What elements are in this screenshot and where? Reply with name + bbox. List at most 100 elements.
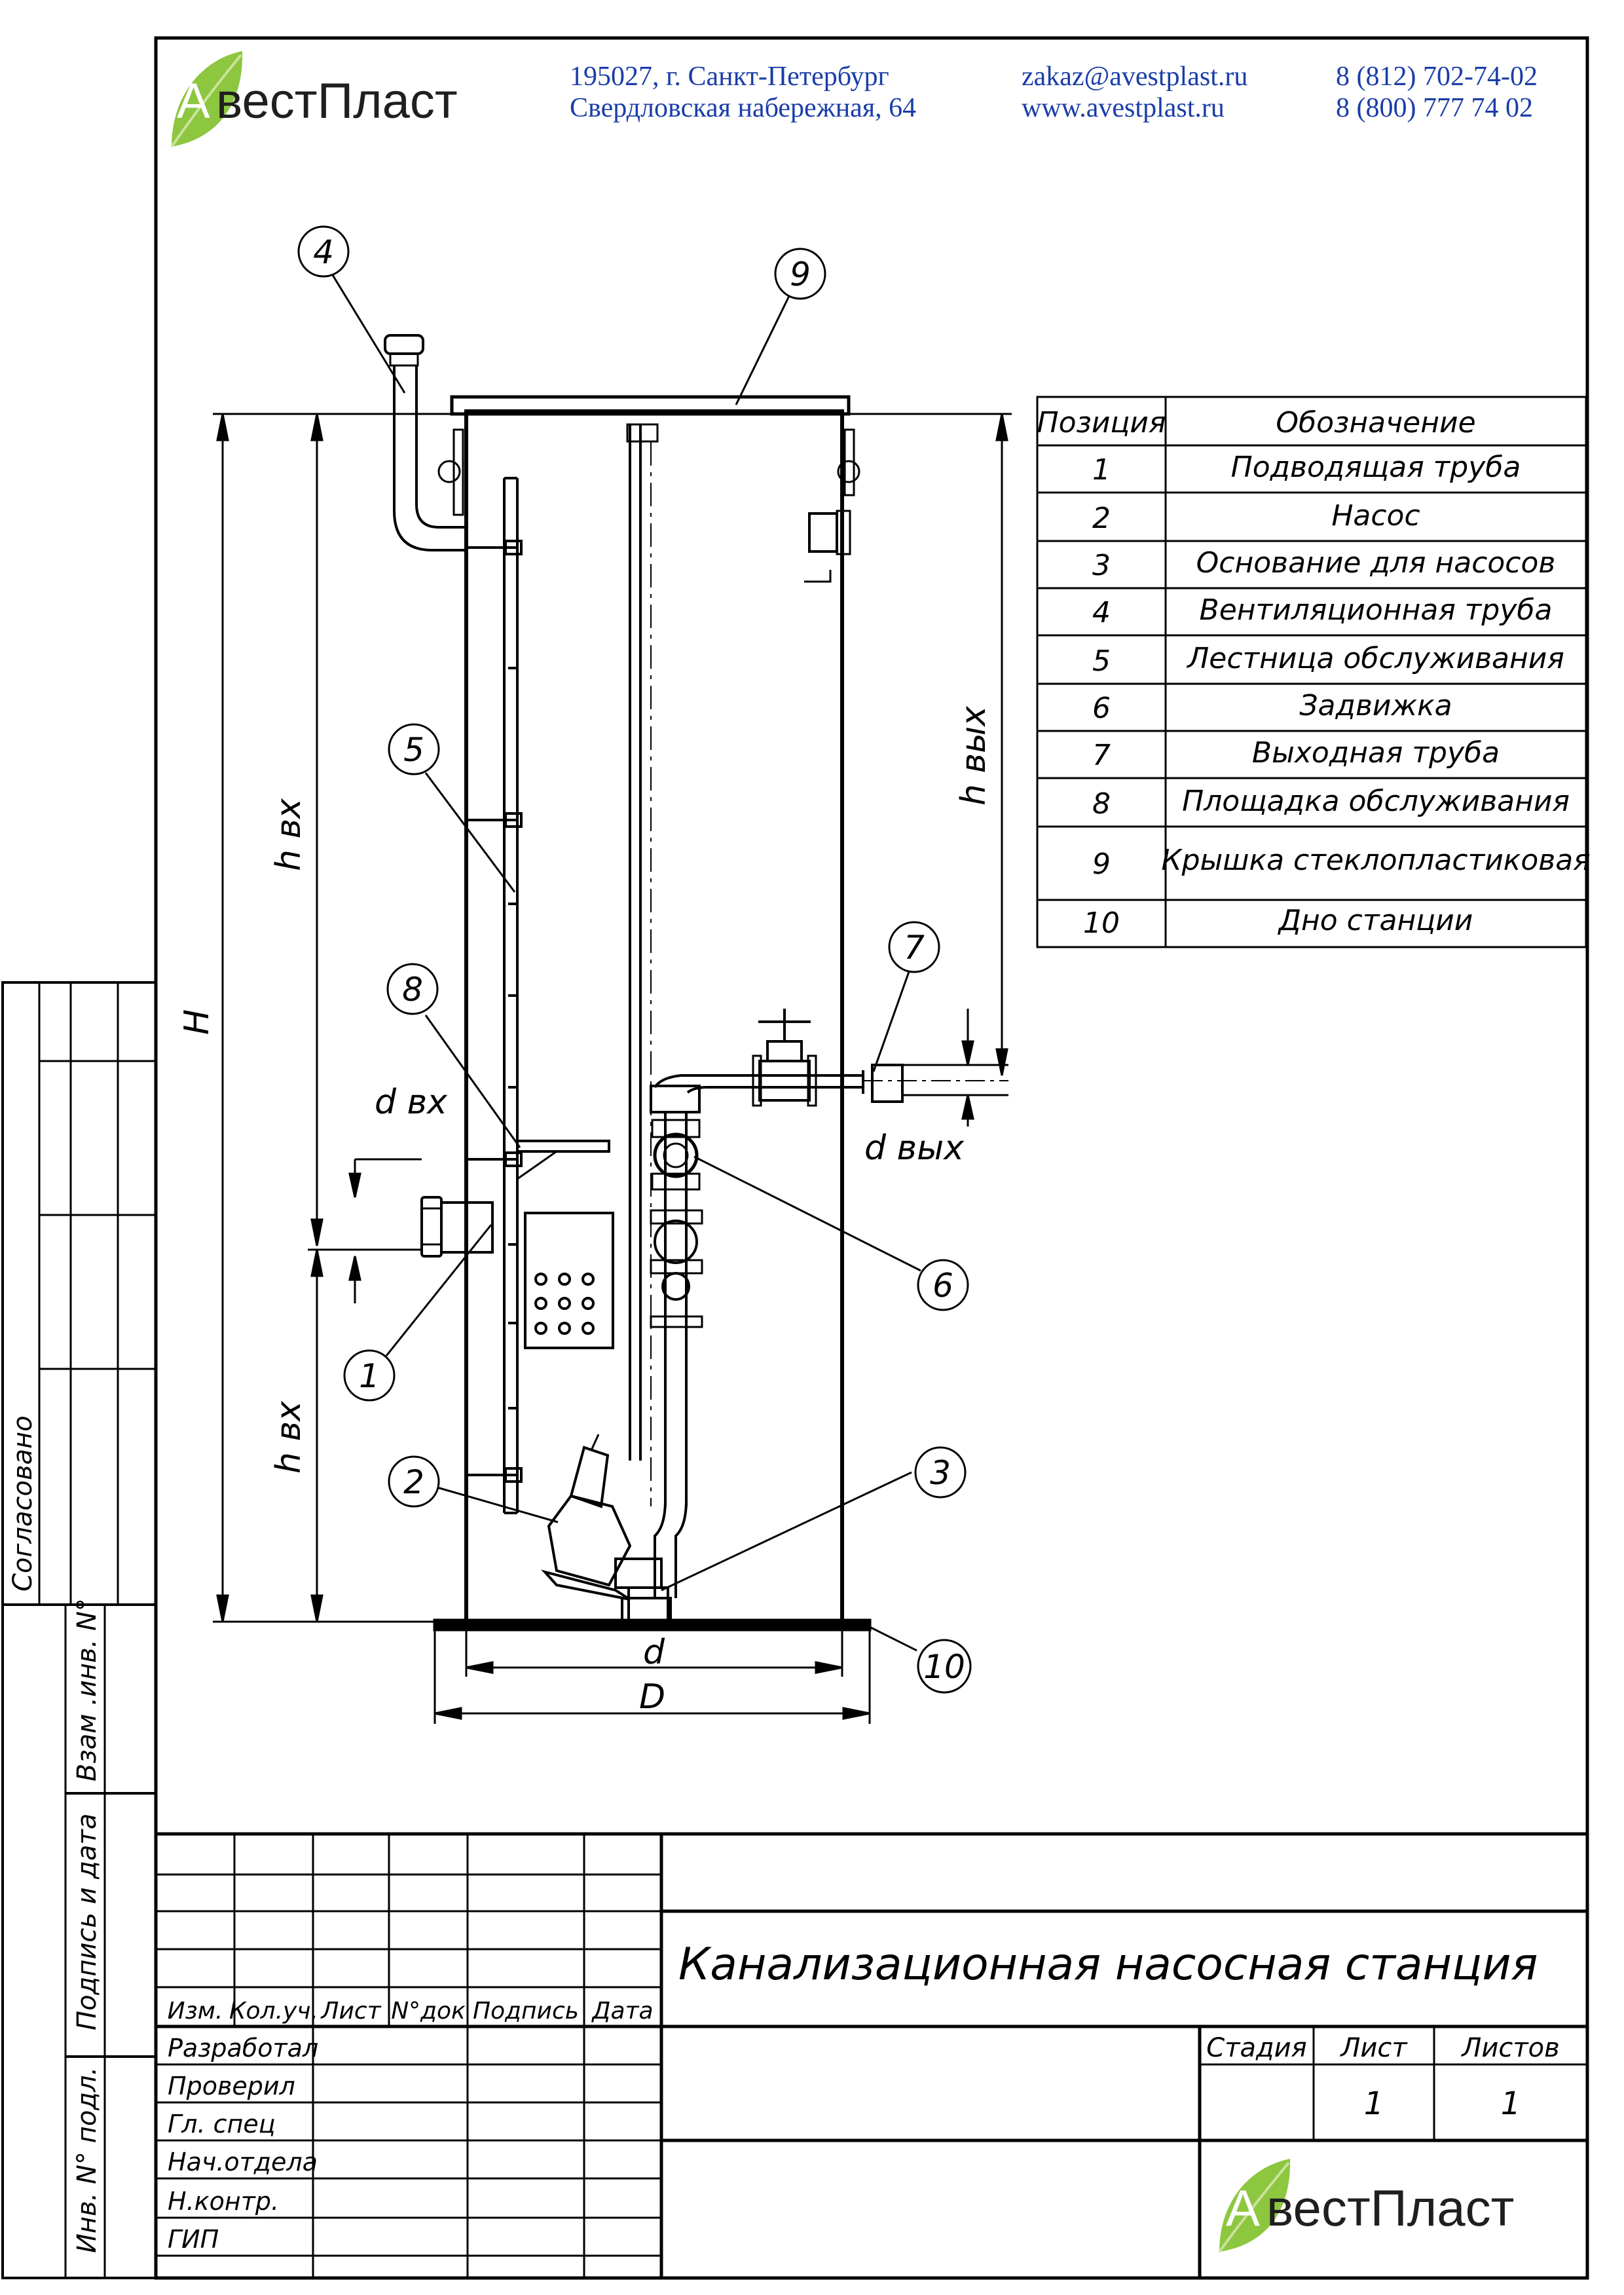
svg-text:6: 6	[932, 1267, 953, 1305]
phone-1: 8 (812) 702-74-02	[1336, 62, 1538, 92]
outlet-pipe	[654, 1009, 1008, 1107]
legend-header-name: Обозначение	[1276, 406, 1475, 439]
svg-text:Н.контр.: Н.контр.	[168, 2187, 279, 2216]
callout-8	[386, 963, 439, 1015]
svg-text:Вентиляционная труба: Вентиляционная труба	[1200, 593, 1553, 627]
address-line-1: 195027, г. Санкт-Петербург	[570, 62, 889, 92]
label-agreed: Согласовано	[8, 1415, 38, 1592]
pump-base	[621, 1597, 672, 1623]
svg-text:9: 9	[790, 255, 811, 293]
svg-text:1: 1	[359, 1357, 380, 1395]
svg-text:Лист: Лист	[320, 1998, 381, 2024]
callout-numbers: 4 9 5 8 7 6 1 2 3 10	[313, 233, 965, 1686]
svg-text:А: А	[1226, 2179, 1260, 2237]
callout-5	[388, 723, 440, 775]
dim-h-in-bottom: h вх	[269, 1400, 308, 1474]
svg-text:вестПласт: вестПласт	[1266, 2179, 1514, 2237]
lid	[450, 395, 851, 416]
svg-text:Лист: Лист	[1339, 2033, 1408, 2063]
svg-text:10: 10	[923, 1648, 965, 1686]
svg-text:Площадка обслуживания: Площадка обслуживания	[1182, 785, 1570, 818]
svg-text:1: 1	[1092, 453, 1111, 487]
callout-4	[297, 225, 350, 278]
drawing-title: Канализационная насосная станция	[678, 1939, 1538, 1990]
dim-h-in-top: h вх	[269, 798, 308, 871]
svg-text:Гл. спец: Гл. спец	[168, 2110, 276, 2138]
email-link: zakaz@avestplast.ru	[1022, 62, 1247, 92]
address-line-2: Свердловская набережная, 64	[570, 93, 916, 123]
svg-text:8: 8	[402, 971, 423, 1009]
svg-text:Проверил: Проверил	[168, 2072, 295, 2100]
header-logo: А вестПласт	[170, 51, 458, 148]
station-drawing	[384, 334, 1008, 1632]
svg-text:7: 7	[1092, 739, 1111, 772]
svg-text:Стадия: Стадия	[1206, 2033, 1306, 2063]
svg-text:ГИП: ГИП	[168, 2225, 219, 2254]
legend-table	[1036, 396, 1587, 948]
dim-d: d	[643, 1633, 665, 1672]
dim-d-in: d вх	[375, 1083, 448, 1122]
callout-6	[917, 1259, 969, 1311]
svg-text:Разработал: Разработал	[168, 2034, 318, 2062]
svg-text:4: 4	[1092, 596, 1111, 629]
svg-text:Нач.отдела: Нач.отдела	[168, 2148, 318, 2176]
legend-header-pos: Позиция	[1037, 406, 1166, 439]
svg-text:Подводящая труба: Подводящая труба	[1231, 451, 1521, 484]
label-sign-date: Подпись и дата	[72, 1814, 102, 2030]
svg-text:Изм.: Изм.	[168, 1998, 223, 2024]
svg-text:5: 5	[1092, 644, 1111, 678]
svg-text:N°док: N°док	[391, 1998, 466, 2024]
svg-text:Кол.уч.: Кол.уч.	[229, 1998, 318, 2024]
label-inv-replace: Взам .инв. N°	[72, 1598, 102, 1782]
guide-rails	[626, 423, 659, 1506]
title-block	[154, 1832, 1589, 2280]
dim-H: H	[177, 1009, 217, 1035]
callout-10	[917, 1639, 972, 1694]
dim-D: D	[639, 1677, 665, 1717]
svg-text:1: 1	[1501, 2085, 1521, 2122]
svg-text:Дно станции: Дно станции	[1278, 904, 1473, 937]
inlet-pipe	[420, 1196, 494, 1258]
header-contacts: 195027, г. Санкт-Петербург Свердловская …	[570, 62, 1538, 123]
title-block-text: Канализационная насосная станция Изм. Ко…	[168, 1939, 1560, 2254]
svg-text:Листов: Листов	[1460, 2033, 1559, 2063]
svg-text:9: 9	[1092, 848, 1111, 881]
title-block-logo: А вестПласт	[1218, 2159, 1514, 2253]
svg-text:5: 5	[403, 731, 424, 769]
logo-letter: А	[177, 73, 210, 129]
service-platform	[516, 1140, 610, 1180]
callout-7	[888, 921, 940, 973]
legend-text: Позиция Обозначение 1 Подводящая труба 2…	[1037, 406, 1590, 940]
svg-text:Крышка стеклопластиковая: Крышка стеклопластиковая	[1161, 844, 1590, 877]
svg-text:7: 7	[904, 929, 925, 967]
svg-text:3: 3	[1092, 549, 1111, 582]
logo-text: вестПласт	[216, 73, 458, 129]
callout-2	[388, 1455, 440, 1508]
svg-text:2: 2	[1092, 502, 1111, 535]
dim-d-out: d вых	[864, 1129, 965, 1168]
side-strip-labels: Согласовано Взам .инв. N° Подпись и дата…	[8, 1415, 102, 2253]
svg-text:Задвижка: Задвижка	[1299, 689, 1452, 722]
svg-text:Дата: Дата	[591, 1998, 653, 2024]
ladder	[466, 477, 523, 1514]
website-link: www.avestplast.ru	[1022, 93, 1225, 123]
svg-text:1: 1	[1364, 2085, 1384, 2122]
svg-text:8: 8	[1092, 787, 1111, 821]
svg-text:Лестница обслуживания: Лестница обслуживания	[1186, 642, 1564, 675]
dimensions	[213, 413, 1012, 1724]
dimension-labels: H h вх h вх h вых d вх d вых d D	[177, 705, 993, 1717]
vent-pipe	[384, 334, 466, 551]
callouts	[297, 225, 972, 1694]
svg-text:Выходная труба: Выходная труба	[1252, 736, 1500, 770]
callout-3	[914, 1446, 967, 1499]
pump	[541, 1434, 669, 1624]
label-inv-orig: Инв. N° подл.	[72, 2067, 102, 2253]
dim-h-out: h вых	[954, 705, 993, 806]
discharge-riser	[650, 1085, 703, 1598]
svg-text:Насос: Насос	[1331, 499, 1420, 532]
callout-1	[343, 1349, 396, 1402]
svg-text:Основание для насосов: Основание для насосов	[1196, 546, 1556, 580]
phone-2: 8 (800) 777 74 02	[1336, 93, 1533, 123]
callout-9	[774, 248, 826, 300]
